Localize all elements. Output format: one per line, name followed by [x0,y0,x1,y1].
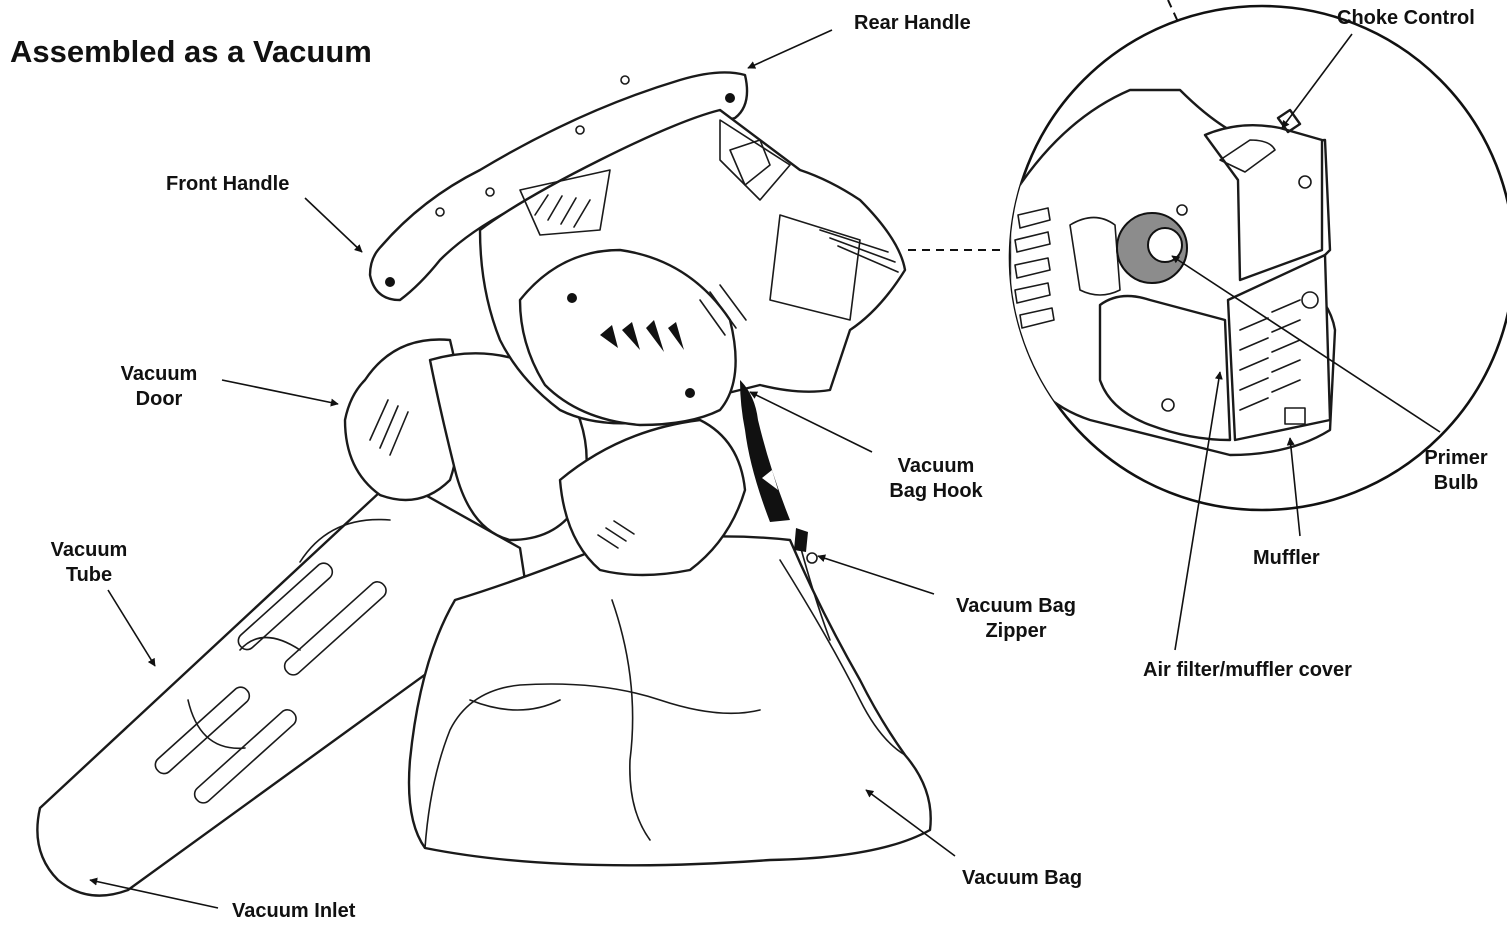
label-vacuum-inlet: Vacuum Inlet [232,900,356,922]
label-primer-bulb-line1: Primer [1424,447,1488,469]
label-vacuum-tube-line1: Vacuum [50,539,128,561]
label-vacuum-bag-hook: Vacuum Bag Hook [872,454,1000,504]
vacuum-bag-hook [740,380,790,522]
label-air-filter-cover: Air filter/muffler cover [1143,659,1352,681]
label-vacuum-door-line2: Door [135,388,183,410]
vacuum-bag-hook-arrow [749,391,873,453]
label-primer-bulb: Primer Bulb [1412,446,1500,496]
label-primer-bulb-line2: Bulb [1433,472,1479,494]
lower-housing [558,418,747,577]
choke-control-arrow [1281,33,1353,129]
label-vacuum-bag-zipper: Vacuum Bag Zipper [936,594,1096,644]
engine-body [478,108,907,427]
rear-handle-arrow [747,29,833,69]
label-muffler: Muffler [1253,547,1320,569]
primer-bulb-arrow [1171,255,1441,433]
vacuum-bag-zipper [794,528,818,564]
vacuum-door-arrow [221,379,339,407]
vacuum-bag-arrow [865,789,956,857]
page-title: Assembled as a Vacuum [10,34,372,69]
vacuum-inlet-arrow [89,877,219,909]
vacuum-bag-zipper-arrow [817,554,935,595]
label-vacuum-bag-zipper-line2: Zipper [985,620,1047,642]
label-vacuum-door-line1: Vacuum [120,363,198,385]
label-vacuum-bag-hook-line2: Bag Hook [889,480,983,502]
label-choke-control: Choke Control [1337,7,1475,29]
engine-detail-view [1008,4,1507,512]
label-vacuum-door: Vacuum Door [110,362,208,412]
label-vacuum-bag: Vacuum Bag [962,867,1083,889]
label-vacuum-tube-line2: Tube [65,564,113,586]
label-vacuum-tube: Vacuum Tube [40,538,138,588]
vacuum-tube [36,476,530,897]
vacuum-bag [407,535,932,867]
label-vacuum-bag-zipper-line1: Vacuum Bag [955,595,1077,617]
air-filter-cover-arrow [1174,371,1223,651]
vacuum-tube-arrow [107,589,156,667]
label-rear-handle: Rear Handle [854,12,971,34]
muffler-arrow [1286,437,1301,537]
label-vacuum-bag-hook-line1: Vacuum [897,455,975,477]
front-handle-arrow [304,197,363,253]
label-front-handle: Front Handle [166,173,290,195]
